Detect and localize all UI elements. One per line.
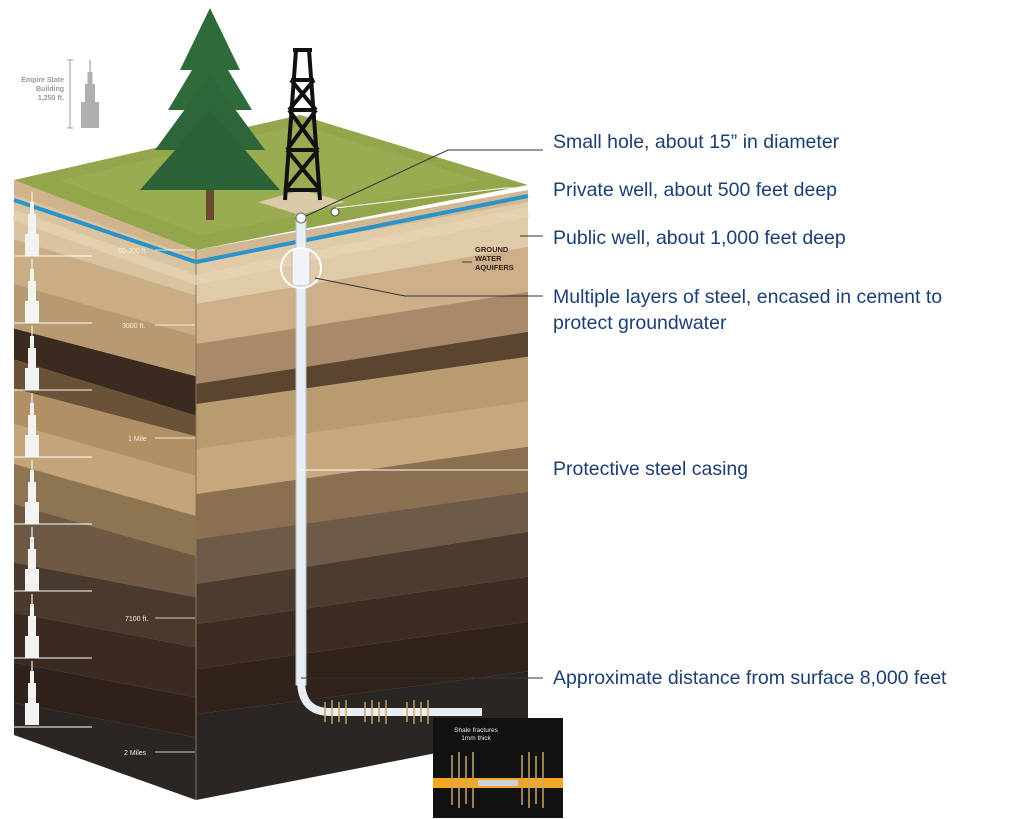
depth-labels: 50-200 ft. 3000 ft. 1 Mile 7100 ft. 2 Mi… bbox=[118, 248, 195, 757]
right-soil-face bbox=[196, 190, 528, 800]
shale-fracture-inset: Shale fractures 1mm thick bbox=[433, 718, 563, 818]
aquifer-label: GROUND WATER AQUIFERS bbox=[462, 245, 514, 272]
callout-steel-layers: Multiple layers of steel, encased in cem… bbox=[553, 286, 943, 334]
fracture-marks bbox=[324, 700, 429, 724]
depth-label: 3000 ft. bbox=[122, 323, 145, 330]
callout-public-well: Public well, about 1,000 feet deep bbox=[553, 227, 846, 249]
pine-tree-icon bbox=[140, 8, 280, 220]
steel-layers-magnifier bbox=[280, 247, 322, 289]
empire-state-building-icon bbox=[81, 60, 99, 128]
private-well-marker bbox=[330, 207, 340, 217]
depth-label: 50-200 ft. bbox=[118, 248, 148, 255]
empire-state-building-icon bbox=[25, 192, 39, 256]
svg-text:WATER: WATER bbox=[475, 254, 502, 263]
svg-text:1mm thick: 1mm thick bbox=[461, 735, 491, 742]
svg-text:GROUND: GROUND bbox=[475, 245, 509, 254]
depth-label: 7100 ft. bbox=[125, 616, 148, 623]
scale-reference: Empire State Building 1,250 ft. bbox=[21, 59, 99, 129]
well-casing bbox=[291, 212, 482, 716]
svg-text:AQUIFERS: AQUIFERS bbox=[475, 263, 514, 272]
depth-label: 1 Mile bbox=[128, 436, 147, 443]
callout-protective-casing: Protective steel casing bbox=[553, 458, 749, 480]
svg-text:Shale fractures: Shale fractures bbox=[454, 727, 498, 734]
scale-title-line3: 1,250 ft. bbox=[38, 95, 64, 102]
empire-state-building-scale bbox=[25, 192, 39, 725]
callout-private-well: Private well, about 500 feet deep bbox=[553, 179, 838, 201]
callout-distance: Approximate distance from surface 8,000 … bbox=[553, 667, 947, 689]
depth-label: 2 Miles bbox=[124, 750, 147, 757]
drilling-derrick-icon bbox=[283, 48, 322, 201]
water-table-line bbox=[13, 194, 529, 265]
callout-small-hole: Small hole, about 15” in diameter bbox=[553, 131, 840, 153]
scale-title-line1: Empire State bbox=[21, 77, 64, 84]
callout-leader-lines bbox=[301, 149, 543, 679]
scale-title-line2: Building bbox=[36, 86, 64, 93]
